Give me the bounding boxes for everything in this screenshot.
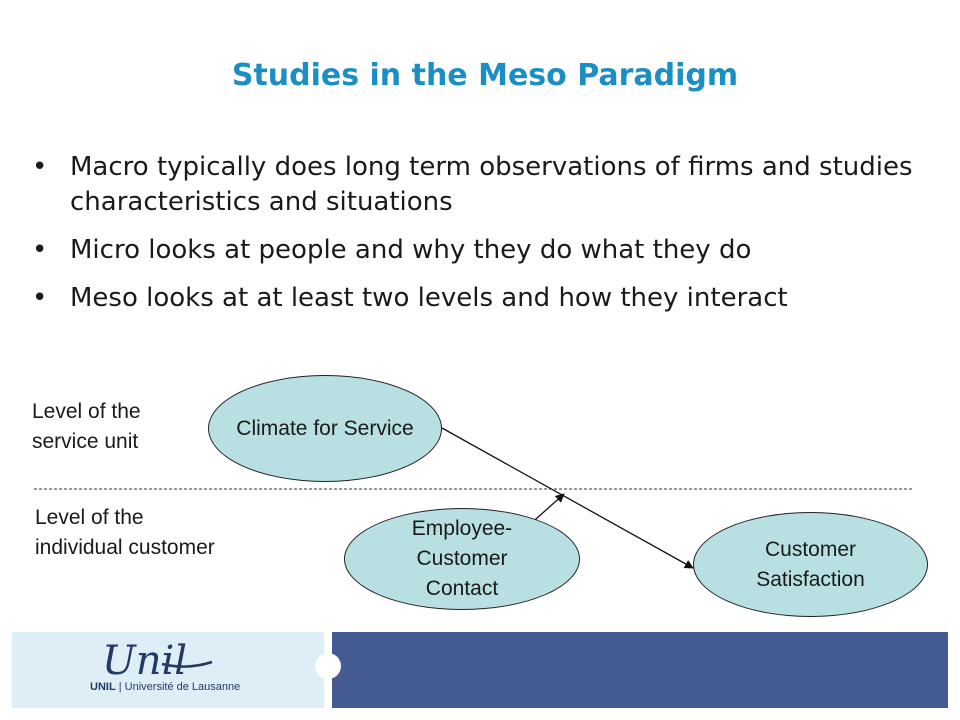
label-line: individual customer (35, 536, 215, 559)
bullet-dot: • (32, 235, 48, 265)
footer-circle-icon (315, 653, 341, 679)
slide-title: Studies in the Meso Paradigm (231, 58, 739, 93)
bullet-text: Macro typically does long term observati… (70, 152, 913, 217)
logo-caption-separator: | (118, 681, 122, 693)
bullet-item: • Macro typically does long term observa… (30, 150, 930, 220)
node-label-line: Customer (764, 537, 857, 561)
label-line: Level of the (35, 506, 144, 529)
bullet-text: Micro looks at people and why they do wh… (70, 235, 752, 265)
bullet-list: • Macro typically does long term observa… (30, 150, 930, 329)
logo-caption-short: UNIL (90, 681, 116, 693)
label-service-unit-level: Level of the service unit (32, 397, 141, 457)
node-customer-satisfaction: Customer Satisfaction (693, 512, 928, 617)
node-label: Climate for Service (236, 416, 414, 440)
logo-script-text: Unil (102, 638, 187, 684)
logo-caption: UNIL | Université de Lausanne (90, 681, 240, 693)
node-label-line: Employee- (411, 517, 513, 540)
footer-color-panel (332, 632, 948, 708)
bullet-dot: • (32, 152, 48, 182)
bullet-text: Meso looks at at least two levels and ho… (70, 283, 788, 313)
node-label-line: Customer (416, 547, 508, 570)
bullet-item: • Micro looks at people and why they do … (30, 233, 930, 268)
node-employee-customer-contact: Employee- Customer Contact (344, 508, 580, 610)
label-line: Level of the (32, 400, 141, 423)
label-line: service unit (32, 430, 139, 453)
footer-logo-panel: Unil (12, 632, 324, 708)
node-label-line: Satisfaction (756, 567, 865, 591)
bullet-item: • Meso looks at at least two levels and … (30, 281, 930, 316)
node-label-line: Contact (425, 577, 499, 600)
label-individual-level: Level of the individual customer (35, 503, 215, 563)
node-climate-for-service: Climate for Service (208, 375, 442, 482)
unil-logo-icon: Unil (102, 638, 213, 684)
logo-caption-full: Université de Lausanne (124, 681, 241, 693)
bullet-dot: • (32, 283, 48, 313)
